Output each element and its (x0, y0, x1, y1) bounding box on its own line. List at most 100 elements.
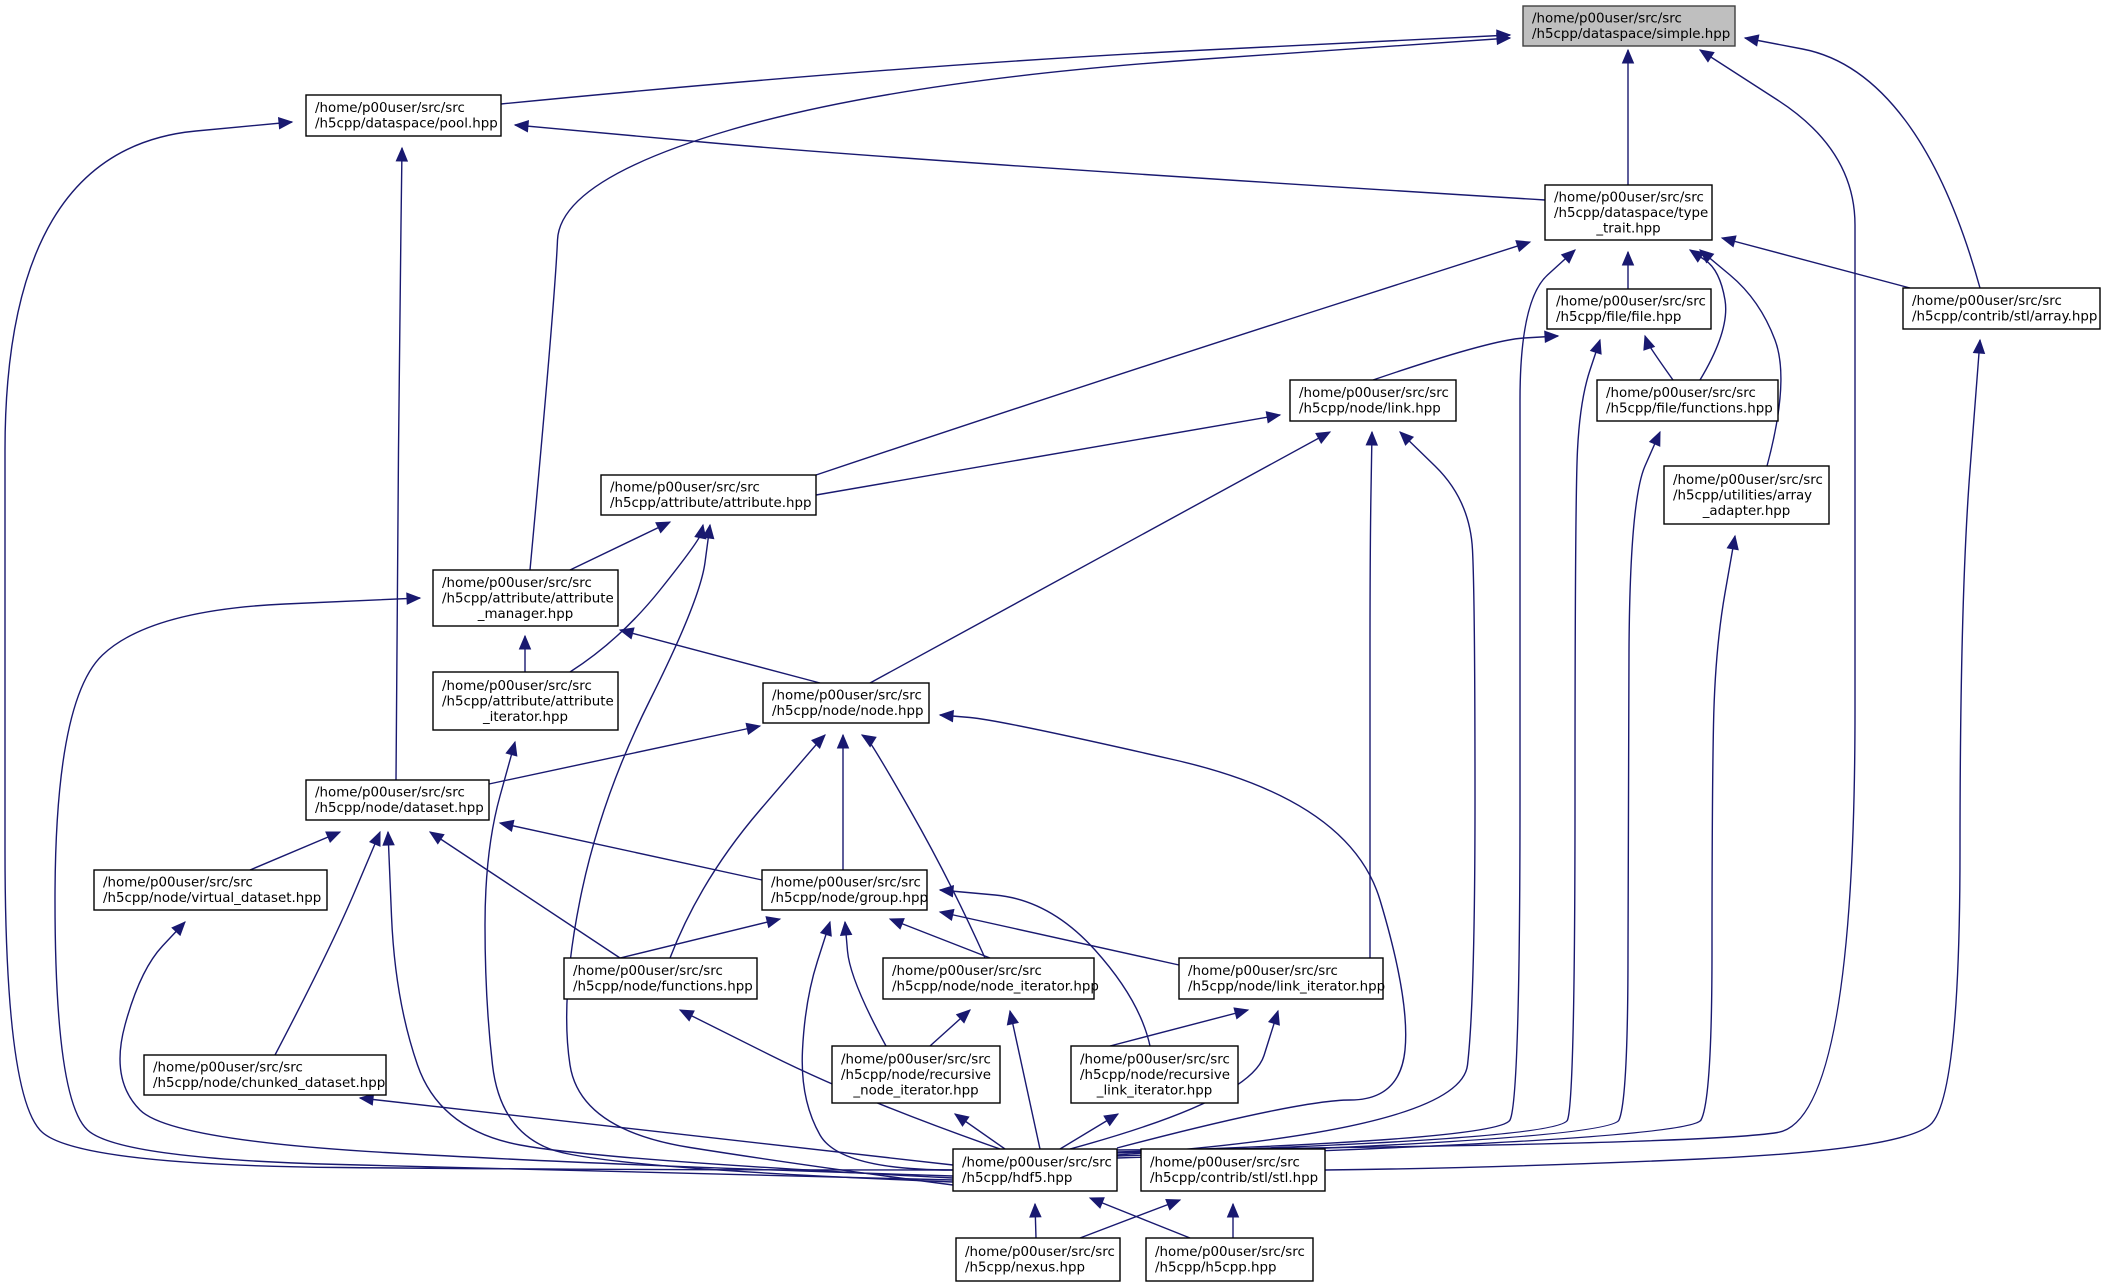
arrowhead-icon (518, 634, 532, 650)
node-label-line: /h5cpp/node/node_iterator.hpp (892, 980, 1099, 995)
node-box[interactable] (432, 671, 619, 731)
graph-node-chunked-dataset[interactable]: /home/p00user/src/src/h5cpp/node/chunked… (143, 1054, 387, 1096)
arrowhead-icon (1165, 1198, 1182, 1211)
node-label-line: _adapter.hpp (1702, 504, 1791, 519)
graph-node-group[interactable]: /home/p00user/src/src/h5cpp/node/group.h… (761, 869, 928, 911)
graph-node-recursive-node-iterator[interactable]: /home/p00user/src/src/h5cpp/node/recursi… (831, 1045, 1001, 1104)
graph-node-file-functions[interactable]: /home/p00user/src/src/h5cpp/file/functio… (1596, 379, 1779, 422)
node-box[interactable] (1178, 957, 1384, 1000)
graph-node-virtual-dataset[interactable]: /home/p00user/src/src/h5cpp/node/virtual… (93, 869, 328, 911)
graph-node-file[interactable]: /home/p00user/src/src/h5cpp/file/file.hp… (1546, 288, 1712, 330)
graph-node-attribute-manager[interactable]: /home/p00user/src/src/h5cpp/attribute/at… (432, 569, 619, 627)
node-box[interactable] (1145, 1237, 1314, 1282)
arrowhead-icon (1006, 1009, 1019, 1026)
node-box[interactable] (1070, 1045, 1239, 1104)
node-box[interactable] (305, 779, 490, 821)
edge-link_iterator-to-group (938, 908, 1180, 966)
node-label-line: /home/p00user/src/src (772, 689, 922, 704)
edge-line (939, 889, 1151, 1047)
node-box[interactable] (563, 957, 758, 1000)
edge-line (939, 714, 1407, 1149)
arrowhead-icon (839, 920, 853, 936)
edge-line (1079, 1199, 1181, 1239)
root-node-box[interactable] (1522, 5, 1736, 47)
edge-line (4, 121, 954, 1171)
graph-node-link-iterator[interactable]: /home/p00user/src/src/h5cpp/node/link_it… (1178, 957, 1385, 1000)
edge-line (889, 918, 991, 959)
node-box[interactable] (1596, 379, 1779, 422)
node-box[interactable] (831, 1045, 1001, 1104)
node-box[interactable] (1663, 465, 1830, 525)
arrowhead-icon (811, 734, 826, 749)
edge-nexus-to-stl (1079, 1198, 1182, 1239)
arrowhead-icon (938, 908, 955, 922)
edge-line (1744, 37, 1981, 289)
graph-node-pool[interactable]: /home/p00user/src/src/h5cpp/dataspace/po… (305, 94, 502, 137)
edge-hdf5-to-file_functions (1116, 430, 1661, 1157)
node-box[interactable] (432, 569, 619, 627)
graph-node-attribute-iterator[interactable]: /home/p00user/src/src/h5cpp/attribute/at… (432, 671, 619, 731)
graph-node-attribute[interactable]: /home/p00user/src/src/h5cpp/attribute/at… (600, 474, 817, 516)
arrowhead-icon (765, 916, 782, 929)
node-box[interactable] (952, 1148, 1118, 1192)
graph-node-stl[interactable]: /home/p00user/src/src/h5cpp/contrib/stl/… (1140, 1148, 1326, 1192)
graph-node-nexus[interactable]: /home/p00user/src/src/h5cpp/nexus.hpp (955, 1237, 1121, 1282)
arrowhead-icon (1621, 250, 1635, 266)
edge-line (1324, 339, 1981, 1171)
node-box[interactable] (762, 682, 930, 724)
edge-hdf5-to-type_trait (1116, 249, 1576, 1153)
node-box[interactable] (143, 1054, 387, 1096)
graph-node-dataset[interactable]: /home/p00user/src/src/h5cpp/node/dataset… (305, 779, 490, 821)
edge-hdf5-to-virtual_dataset (119, 921, 954, 1177)
node-label-line: /home/p00user/src/src (965, 1245, 1115, 1260)
graph-node-array[interactable]: /home/p00user/src/src/h5cpp/contrib/stl/… (1902, 287, 2101, 330)
node-box[interactable] (955, 1237, 1121, 1282)
graph-node-array-adapter[interactable]: /home/p00user/src/src/h5cpp/utilities/ar… (1663, 465, 1830, 525)
node-label-line: /home/p00user/src/src (892, 964, 1042, 979)
edge-line (529, 37, 1511, 571)
edge-line (801, 921, 954, 1171)
node-box[interactable] (1140, 1148, 1326, 1192)
node-box[interactable] (1546, 288, 1712, 330)
node-box[interactable] (1902, 287, 2101, 330)
graph-node-node[interactable]: /home/p00user/src/src/h5cpp/node/node.hp… (762, 682, 930, 724)
graph-node-node-iterator[interactable]: /home/p00user/src/src/h5cpp/node/node_it… (882, 957, 1099, 1000)
edge-line (1721, 237, 1911, 289)
edge-hdf5-to-link (1116, 431, 1476, 1156)
node-label-line: _trait.hpp (1595, 221, 1660, 236)
arrowhead-icon (382, 830, 395, 846)
graph-node-hdf5[interactable]: /home/p00user/src/src/h5cpp/hdf5.hpp (952, 1148, 1118, 1192)
node-box[interactable] (1544, 184, 1713, 241)
node-box[interactable] (882, 957, 1095, 1000)
node-label-line: /h5cpp/node/chunked_dataset.hpp (153, 1076, 385, 1091)
node-label-line: /home/p00user/src/src (962, 1156, 1112, 1171)
node-box[interactable] (761, 869, 928, 911)
edge-file-to-type_trait (1621, 250, 1635, 289)
node-label-line: /h5cpp/contrib/stl/array.hpp (1912, 310, 2097, 325)
node-box[interactable] (600, 474, 817, 516)
node-label-line: /h5cpp/contrib/stl/stl.hpp (1150, 1171, 1318, 1186)
graph-node-simple[interactable]: /home/p00user/src/src/h5cpp/dataspace/si… (1522, 5, 1736, 47)
edge-line (499, 822, 763, 881)
graph-node-recursive-link-iterator[interactable]: /home/p00user/src/src/h5cpp/node/recursi… (1070, 1045, 1239, 1104)
graph-node-link[interactable]: /home/p00user/src/src/h5cpp/node/link.hp… (1289, 379, 1457, 422)
edge-hdf5-to-simple (1116, 49, 1856, 1151)
graph-node-node-functions[interactable]: /home/p00user/src/src/h5cpp/node/functio… (563, 957, 758, 1000)
edge-attribute_manager-to-simple (529, 32, 1512, 571)
node-label-line: /home/p00user/src/src (841, 1052, 991, 1067)
edge-node_iterator-to-group (888, 918, 991, 959)
node-box[interactable] (1289, 379, 1457, 422)
arrowhead-icon (1267, 1009, 1280, 1026)
arrowhead-icon (277, 117, 294, 130)
edge-line (488, 725, 761, 785)
edge-line (869, 431, 1331, 684)
node-box[interactable] (93, 869, 328, 911)
graph-node-h5cpp[interactable]: /home/p00user/src/src/h5cpp/h5cpp.hpp (1145, 1237, 1314, 1282)
edge-hdf5-to-node_iterator (1006, 1009, 1041, 1150)
edge-line (1116, 431, 1476, 1156)
graph-node-type-trait[interactable]: /home/p00user/src/src/h5cpp/dataspace/ty… (1544, 184, 1713, 241)
edge-line (569, 524, 704, 673)
edge-attribute-to-link (815, 411, 1282, 496)
node-box[interactable] (305, 94, 502, 137)
edge-line (815, 414, 1281, 496)
